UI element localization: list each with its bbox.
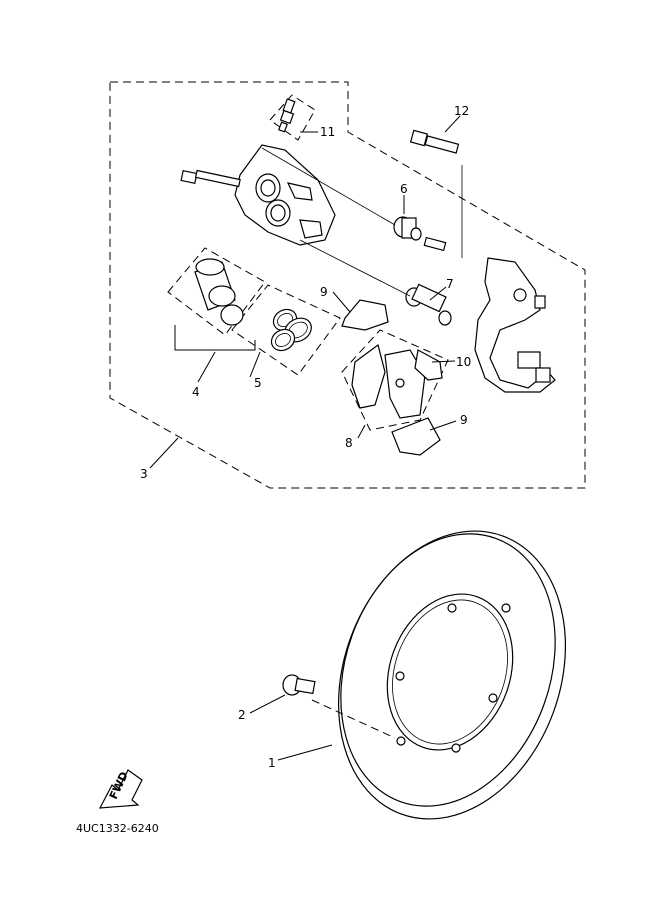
caliper-assembly-boundary [109,81,586,489]
caliper-bolt [180,169,241,188]
callout-7: 7 [446,277,454,291]
callout-10: 10 [456,355,471,369]
caliper-bracket [474,257,556,393]
callout-6: 6 [400,182,408,196]
callout-1: 1 [268,756,276,770]
fwd-arrow-icon [98,769,143,809]
piston-seals [270,308,312,352]
callout-2: 2 [238,708,246,722]
callout-12: 12 [454,104,469,118]
callout-8: 8 [345,436,353,450]
disc-bolt-guide [311,699,396,739]
bleed-screw-boundary [269,94,316,141]
slide-pin [405,283,452,326]
centerline-b [299,239,411,297]
pistons [194,258,244,326]
slide-pin-boot [393,216,447,252]
brake-pads [351,343,426,419]
callout-5: 5 [254,376,262,390]
bolt-12 [409,129,460,154]
callout-4: 4 [192,385,200,399]
pad-support [414,349,443,381]
bleed-screw [278,98,296,133]
pad-spring-upper [341,299,389,331]
diagram-code: 4UC1332-6240 [76,822,159,835]
brake-disc [337,530,567,820]
disc-bolt [282,674,316,696]
pad-spring-lower [391,417,441,456]
caliper-body [234,144,336,246]
callout-3: 3 [140,467,148,481]
callout-11: 11 [320,125,335,139]
leader-lines [149,115,461,761]
seal-group-boundary [231,284,341,376]
callout-9-upper: 9 [320,285,328,299]
callout-9-lower: 9 [460,413,468,427]
centerline-a [261,147,396,226]
